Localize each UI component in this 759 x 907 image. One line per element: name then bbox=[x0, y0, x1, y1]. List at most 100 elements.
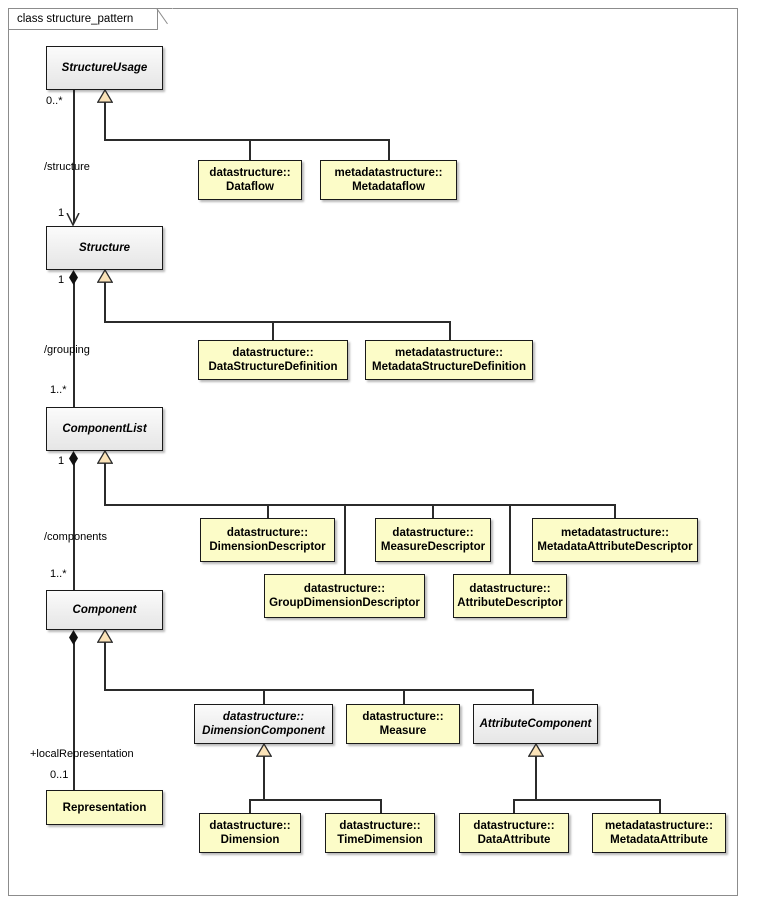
class-attribute-component[interactable]: AttributeComponent bbox=[473, 704, 598, 744]
diagram-title: class structure_pattern bbox=[17, 13, 134, 25]
edge-bus-component bbox=[104, 689, 533, 691]
inheritance-triangle-structure bbox=[97, 270, 113, 283]
class-dataflow[interactable]: datastructure:: Dataflow bbox=[198, 160, 302, 200]
class-time-dimension[interactable]: datastructure:: TimeDimension bbox=[325, 813, 435, 853]
class-name-metadataflow: Metadataflow bbox=[352, 181, 425, 193]
edge-drop-msd bbox=[449, 321, 451, 340]
class-measure[interactable]: datastructure:: Measure bbox=[346, 704, 460, 744]
class-name-dimension: Dimension bbox=[220, 834, 280, 846]
class-pkg-attribute-descriptor: datastructure:: bbox=[469, 583, 551, 595]
edge-drop-dimension bbox=[249, 799, 251, 813]
edge-bus-structureusage bbox=[104, 139, 389, 141]
class-name-measure-descriptor: MeasureDescriptor bbox=[380, 541, 486, 553]
edge-drop-metadata-attribute bbox=[659, 799, 661, 813]
diagram-frame bbox=[8, 8, 738, 896]
class-dimension-component[interactable]: datastructure:: DimensionComponent bbox=[194, 704, 333, 744]
class-pkg-metadata-structure-definition: metadatastructure:: bbox=[395, 347, 503, 359]
edge-drop-attribute-component bbox=[532, 689, 534, 704]
class-metadataflow[interactable]: metadatastructure:: Metadataflow bbox=[320, 160, 457, 200]
arrow-structure-head bbox=[66, 213, 80, 226]
edge-drop-data-attribute bbox=[513, 799, 515, 813]
edge-drop-dimension-component bbox=[263, 689, 265, 704]
label-structure-own-mult: 1 bbox=[58, 274, 65, 286]
class-name-measure: Measure bbox=[379, 725, 427, 737]
edge-drop-attribute-descriptor bbox=[509, 504, 511, 574]
class-name-structure: Structure bbox=[78, 242, 131, 254]
class-name-component-list: ComponentList bbox=[62, 423, 147, 435]
label-component-mult: 1..* bbox=[50, 568, 67, 580]
edge-bus-stem-componentlist bbox=[104, 463, 106, 505]
class-name-metadata-attribute-descriptor: MetadataAttributeDescriptor bbox=[537, 541, 693, 553]
class-attribute-descriptor[interactable]: datastructure:: AttributeDescriptor bbox=[453, 574, 567, 618]
class-name-representation: Representation bbox=[62, 801, 147, 814]
edge-bus-stem-attribute-component bbox=[535, 756, 537, 800]
label-local-representation-role: +localRepresentation bbox=[30, 748, 134, 760]
edge-drop-dsd bbox=[272, 321, 274, 340]
edge-drop-metadataflow bbox=[388, 139, 390, 160]
class-data-structure-definition[interactable]: datastructure:: DataStructureDefinition bbox=[198, 340, 348, 380]
inheritance-triangle-dimension-component bbox=[256, 744, 272, 757]
class-pkg-metadataflow: metadatastructure:: bbox=[334, 167, 443, 179]
class-pkg-dimension: datastructure:: bbox=[209, 820, 291, 832]
inheritance-triangle-component bbox=[97, 630, 113, 643]
edge-structure-componentlist bbox=[73, 282, 75, 407]
class-pkg-dimension-descriptor: datastructure:: bbox=[226, 527, 309, 539]
class-name-attribute-descriptor: AttributeDescriptor bbox=[457, 597, 563, 609]
class-name-metadata-structure-definition: MetadataStructureDefinition bbox=[372, 361, 526, 373]
class-pkg-dataflow: datastructure:: bbox=[209, 167, 291, 179]
class-name-data-structure-definition: DataStructureDefinition bbox=[208, 361, 338, 373]
tab-slant-decoration bbox=[157, 8, 174, 31]
inheritance-triangle-structureusage bbox=[97, 90, 113, 103]
class-name-dimension-descriptor: DimensionDescriptor bbox=[209, 541, 326, 553]
inheritance-triangle-attribute-component bbox=[528, 744, 544, 757]
class-data-attribute[interactable]: datastructure:: DataAttribute bbox=[459, 813, 569, 853]
edge-bus-stem-dimension-component bbox=[263, 756, 265, 800]
class-measure-descriptor[interactable]: datastructure:: MeasureDescriptor bbox=[375, 518, 491, 562]
label-representation-mult: 0..1 bbox=[50, 769, 69, 781]
class-group-dimension-descriptor[interactable]: datastructure:: GroupDimensionDescriptor bbox=[264, 574, 425, 618]
edge-drop-metadata-attribute-descriptor bbox=[614, 504, 616, 518]
class-pkg-metadata-attribute-descriptor: metadatastructure:: bbox=[561, 527, 669, 539]
edge-drop-dataflow bbox=[249, 139, 251, 160]
label-structure-role: /structure bbox=[44, 161, 90, 173]
class-structure-usage[interactable]: StructureUsage bbox=[46, 46, 163, 90]
class-metadata-attribute-descriptor[interactable]: metadatastructure:: MetadataAttributeDes… bbox=[532, 518, 698, 562]
edge-drop-time-dimension bbox=[380, 799, 382, 813]
class-metadata-structure-definition[interactable]: metadatastructure:: MetadataStructureDef… bbox=[365, 340, 533, 380]
label-components-role: /components bbox=[44, 531, 107, 543]
class-pkg-data-structure-definition: datastructure:: bbox=[232, 347, 314, 359]
class-pkg-data-attribute: datastructure:: bbox=[473, 820, 555, 832]
edge-structureusage-structure bbox=[73, 90, 75, 223]
diagram-title-tab: class structure_pattern bbox=[8, 8, 174, 31]
edge-bus-dimension-component bbox=[249, 799, 381, 801]
edge-drop-measure-descriptor bbox=[432, 504, 434, 518]
class-pkg-measure: datastructure:: bbox=[362, 711, 444, 723]
class-representation[interactable]: Representation bbox=[46, 790, 163, 825]
edge-drop-measure bbox=[403, 689, 405, 704]
composition-diamond-componentlist bbox=[69, 451, 78, 466]
class-pkg-dimension-component: datastructure:: bbox=[222, 711, 305, 723]
edge-bus-componentlist bbox=[104, 504, 615, 506]
edge-bus-stem-structure bbox=[104, 282, 106, 322]
label-grouping-role: /grouping bbox=[44, 344, 90, 356]
class-pkg-metadata-attribute: metadatastructure:: bbox=[605, 820, 713, 832]
class-name-group-dimension-descriptor: GroupDimensionDescriptor bbox=[269, 597, 420, 609]
class-dimension-descriptor[interactable]: datastructure:: DimensionDescriptor bbox=[200, 518, 335, 562]
class-name-time-dimension: TimeDimension bbox=[337, 834, 423, 846]
class-name-metadata-attribute: MetadataAttribute bbox=[610, 834, 708, 846]
class-metadata-attribute[interactable]: metadatastructure:: MetadataAttribute bbox=[592, 813, 726, 853]
class-component[interactable]: Component bbox=[46, 590, 163, 630]
class-structure[interactable]: Structure bbox=[46, 226, 163, 270]
class-component-list[interactable]: ComponentList bbox=[46, 407, 163, 451]
label-structureusage-mult: 0..* bbox=[46, 95, 63, 107]
edge-component-representation bbox=[73, 642, 75, 790]
edge-drop-group-dimension-descriptor bbox=[344, 504, 346, 574]
composition-diamond-structure bbox=[69, 270, 78, 285]
edge-bus-structure bbox=[104, 321, 450, 323]
edge-componentlist-component bbox=[73, 463, 75, 590]
label-structure-mult: 1 bbox=[58, 207, 65, 219]
class-pkg-group-dimension-descriptor: datastructure:: bbox=[303, 583, 386, 595]
class-name-data-attribute: DataAttribute bbox=[477, 834, 551, 846]
class-pkg-time-dimension: datastructure:: bbox=[339, 820, 421, 832]
class-dimension[interactable]: datastructure:: Dimension bbox=[199, 813, 301, 853]
